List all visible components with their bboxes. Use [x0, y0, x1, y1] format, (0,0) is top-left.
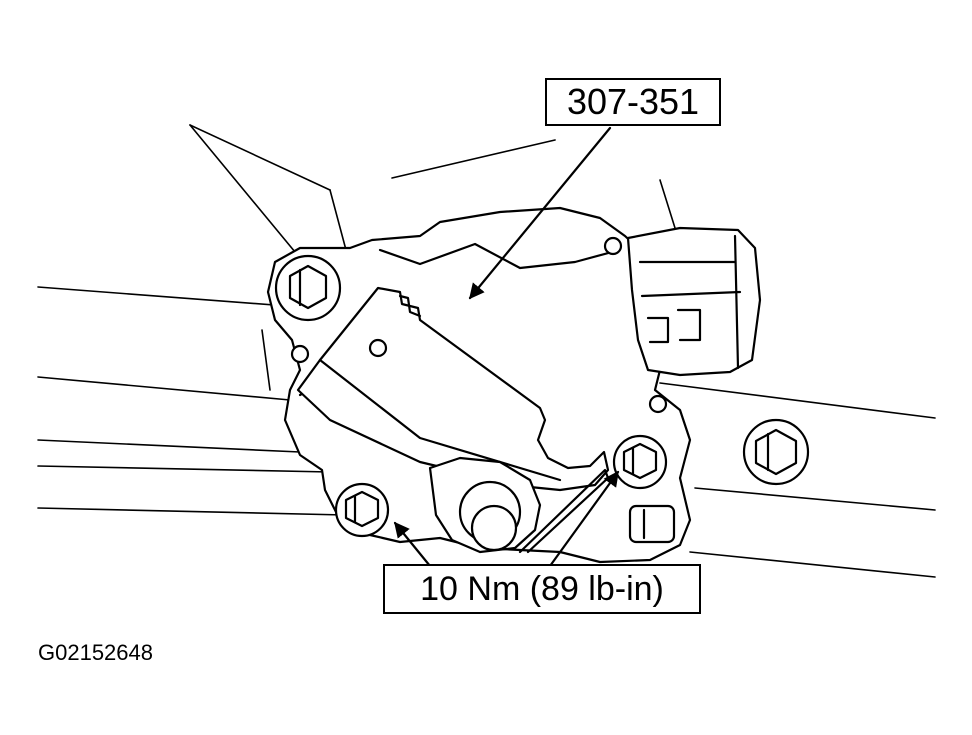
tool-number-callout: 307-351	[545, 78, 721, 126]
locating-dowel-right	[648, 394, 668, 414]
torque-spec-callout: 10 Nm (89 lb-in)	[383, 564, 701, 614]
manual-lever-shaft	[428, 456, 676, 554]
callout-arrows	[393, 126, 620, 568]
lower-right-bolt	[612, 434, 668, 490]
leader-lines-upper-left	[189, 124, 347, 259]
lower-left-bolt	[334, 482, 390, 538]
transmission-case-lines	[37, 124, 936, 578]
locating-dowel	[290, 344, 310, 364]
figure-id-label: G02152648	[38, 640, 153, 665]
electrical-connector	[603, 226, 762, 377]
upper-left-bolt	[274, 254, 342, 322]
right-case-bolt	[742, 418, 810, 486]
